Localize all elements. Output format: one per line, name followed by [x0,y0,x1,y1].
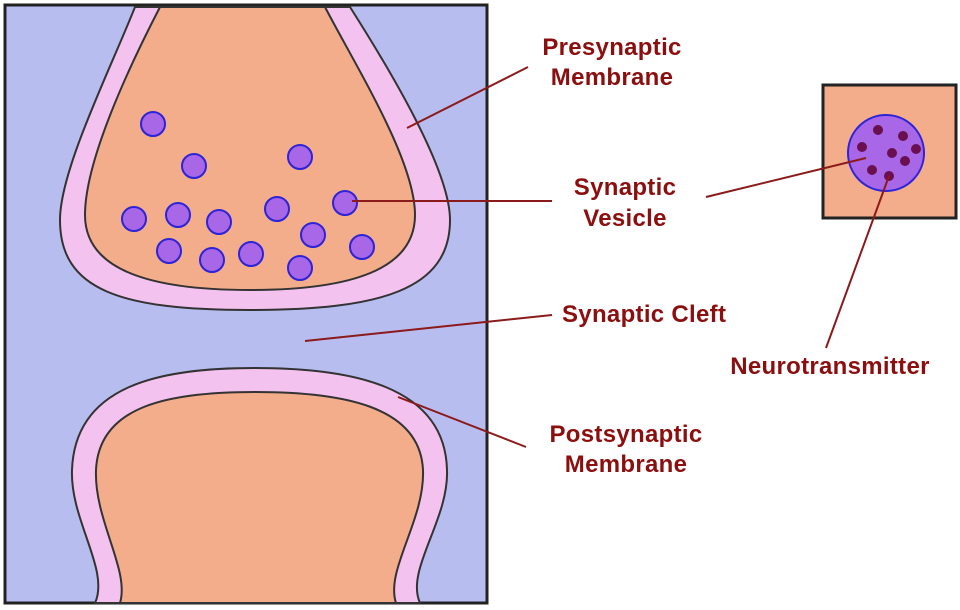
vesicle [238,241,264,267]
vesicle [300,222,326,248]
vesicle [181,153,207,179]
vesicle [287,144,313,170]
postsynaptic-label-line2: Membrane [565,451,687,478]
postsynaptic-label-line1: Postsynaptic [550,421,703,448]
synaptic-vesicles [121,111,375,281]
vesicle [121,206,147,232]
vesicle [156,238,182,264]
vesicle [165,202,191,228]
vesicle [206,209,232,235]
neurotransmitter-molecule [898,131,908,141]
presynaptic-label-line1: Presynaptic [542,34,681,61]
postsynaptic-leader-line [397,396,527,448]
neurotransmitter-molecule [857,142,867,152]
presynaptic-leader-line [406,66,529,129]
neurotransmitter-leader-line [825,175,890,349]
neurotransmitter-molecule [867,165,877,175]
neurotransmitter-molecule [900,156,910,166]
vesicle [349,234,375,260]
postsynaptic-terminal [94,390,425,604]
cleft-label: Synaptic Cleft [562,301,726,328]
neurotransmitter-molecules [857,125,921,181]
presynaptic-label-line2: Membrane [551,64,673,91]
vesicle [140,111,166,137]
vesicle [199,247,225,273]
cleft-leader-line [304,314,553,342]
vesicle [287,255,313,281]
vesicle-label-line1: Synaptic [574,174,676,201]
vesicle-label-line2: Vesicle [583,205,667,232]
vesicle [332,190,358,216]
vesicle [264,196,290,222]
neurotransmitter-molecule [887,148,897,158]
inset-leader-line [705,157,867,198]
neurotransmitter-label: Neurotransmitter [730,353,930,380]
neurotransmitter-molecule [873,125,883,135]
neurotransmitter-molecule [911,144,921,154]
leader-lines [304,66,890,448]
